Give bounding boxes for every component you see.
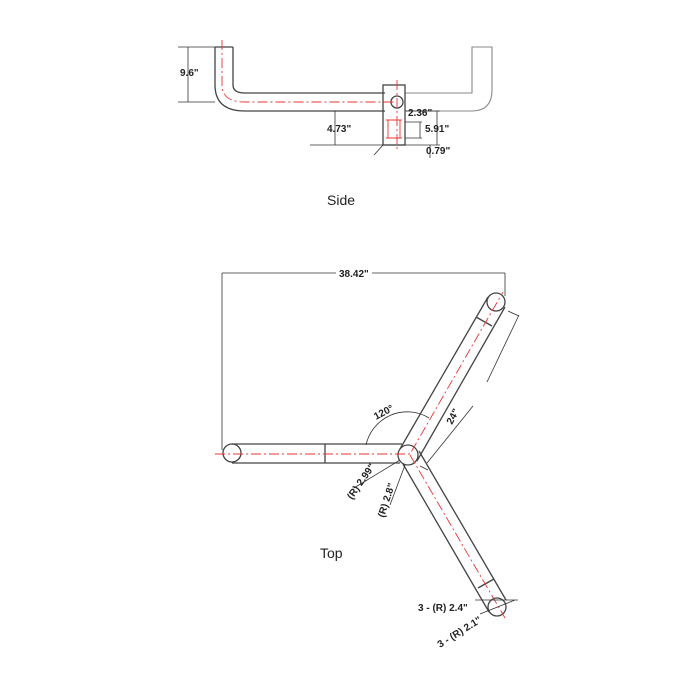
dim-arm-length: 24" xyxy=(445,407,462,426)
dim-arm-offset: 4.73" xyxy=(327,124,351,135)
mounting-block xyxy=(382,84,406,146)
left-arm-outline xyxy=(214,46,385,112)
block-slot xyxy=(386,119,402,139)
dim-angle: 120° xyxy=(372,403,395,422)
top-view: 38.42" 24" 120° (R) 2.99" (R) 2.8" 3 - (… xyxy=(215,269,520,651)
dim-hub-inner: (R) 2.8" xyxy=(376,482,397,519)
lower-arm xyxy=(402,450,507,613)
top-centerline xyxy=(215,291,506,619)
dim-span: 38.42" xyxy=(339,269,369,280)
upper-tip xyxy=(486,292,506,312)
upper-arm xyxy=(399,296,506,462)
lower-tip xyxy=(487,597,507,617)
side-view: 9.6" 4.73" 2.36" 5.91" 0.79" Side xyxy=(178,40,493,208)
dim-hub-outer: (R) 2.99" xyxy=(345,462,378,502)
hub xyxy=(397,444,419,466)
top-caption: Top xyxy=(320,545,343,561)
dim-height: 9.6" xyxy=(180,68,199,79)
side-centerline xyxy=(221,40,398,150)
dim-bottom-offset: 0.79" xyxy=(426,146,450,157)
dim-tip-inner: 3 - (R) 2.1" xyxy=(436,615,484,651)
right-arm-outline xyxy=(405,46,493,112)
left-arm xyxy=(232,443,402,464)
left-tip xyxy=(222,443,242,463)
dim-block-height: 5.91" xyxy=(425,124,449,135)
side-caption: Side xyxy=(327,192,355,208)
dim-hole-offset: 2.36" xyxy=(408,108,432,119)
dim-tip-outer: 3 - (R) 2.4" xyxy=(418,603,468,614)
